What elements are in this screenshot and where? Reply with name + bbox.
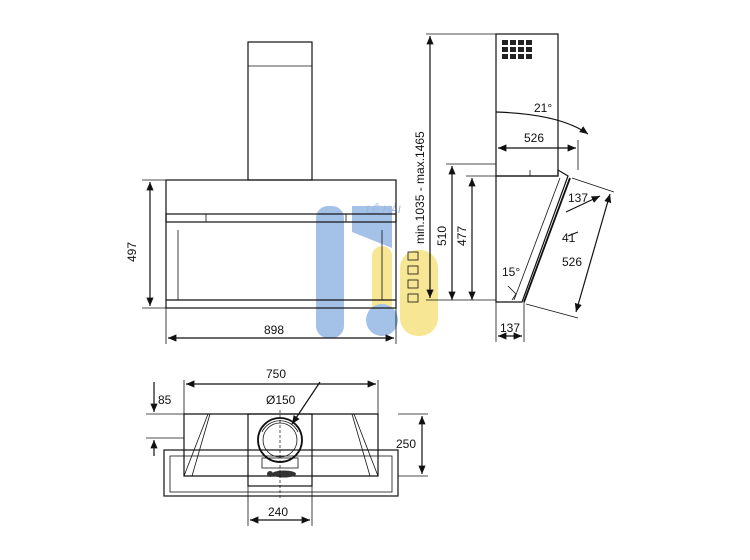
side-view: min.1035 - max.1465 510 477 21° 526 137 … xyxy=(413,33,615,342)
bottom-137-label: 137 xyxy=(500,321,520,335)
angle-15-label: 15° xyxy=(502,265,520,279)
width-240-label: 240 xyxy=(268,505,288,519)
front-width-label: 898 xyxy=(264,323,284,337)
width-137-label: 137 xyxy=(568,191,588,205)
bottom-view: Ø150 750 85 250 240 xyxy=(146,367,428,526)
vent-grille xyxy=(502,40,532,59)
front-chimney xyxy=(247,41,313,181)
front-view: 497 898 xyxy=(125,41,419,344)
front-body xyxy=(165,179,397,309)
depth-85-label: 85 xyxy=(158,393,172,407)
front-height-label: 497 xyxy=(125,242,139,262)
depth-41-label: 41 xyxy=(562,231,576,245)
chimney-range-label: min.1035 - max.1465 xyxy=(413,131,427,244)
height-510-label: 510 xyxy=(435,226,449,246)
depth-250-label: 250 xyxy=(396,437,416,451)
bottom-tray xyxy=(163,449,399,497)
width-750-label: 750 xyxy=(266,367,286,381)
duct-diameter-label: Ø150 xyxy=(266,393,296,407)
length-526-label: 526 xyxy=(562,255,582,269)
watermark-text: LÊ HẢI xyxy=(366,203,401,216)
width-526-top-label: 526 xyxy=(524,131,544,145)
height-477-label: 477 xyxy=(455,226,469,246)
angle-21-label: 21° xyxy=(534,101,552,115)
